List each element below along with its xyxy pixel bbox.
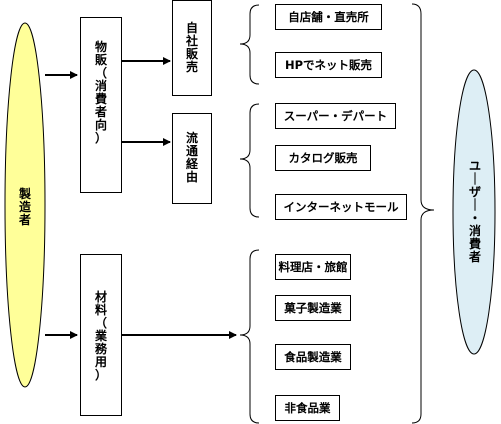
distribution-label: 流通経由 [185, 131, 198, 184]
direct-sales-label: 自社販売 [185, 21, 198, 74]
brace-material [239, 249, 260, 424]
brace-direct [239, 4, 260, 85]
outlet-own-store: 自店舗・直売所 [275, 4, 382, 30]
outlet-internet-mall: インターネットモール [275, 194, 407, 220]
material-channel-label: 材料（業務用） [94, 289, 107, 382]
outlet-supermarket: スーパー・デパート [275, 103, 396, 129]
retail-channel-box [80, 17, 122, 193]
outlet-food-manufacturing: 食品製造業 [275, 344, 351, 370]
direct-sales-box [172, 0, 212, 96]
outlet-non-food: 非食品業 [275, 395, 340, 421]
material-channel-box [80, 254, 122, 416]
outlet-catalog: カタログ販売 [275, 145, 371, 171]
manufacturer-ellipse [4, 22, 46, 388]
brace-distribution [239, 103, 260, 218]
consumer-label: ユ｜ザ｜・消費者 [468, 159, 481, 264]
brace-consumer [411, 3, 435, 424]
outlet-confectionery: 菓子製造業 [275, 295, 351, 321]
outlet-web-sales: HPでネット販売 [275, 52, 382, 78]
distribution-box [172, 113, 212, 204]
consumer-ellipse [452, 69, 496, 355]
retail-channel-label: 物販（消費者向） [94, 40, 107, 145]
manufacturer-label: 製造者 [18, 186, 31, 227]
outlet-restaurant: 料理店・旅館 [275, 254, 351, 280]
